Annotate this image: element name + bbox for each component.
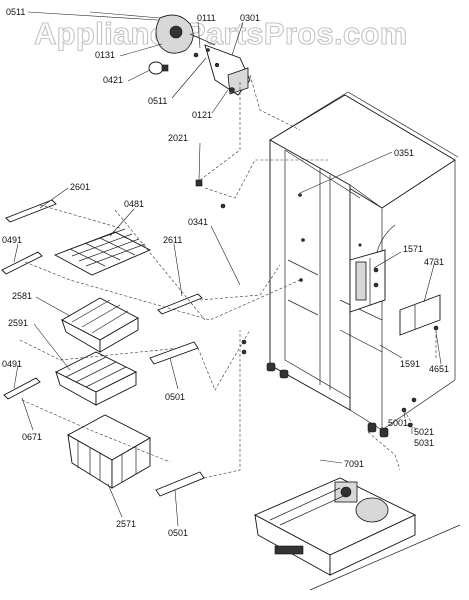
control-assembly (349, 249, 386, 313)
part-label-2021: 2021 (168, 133, 188, 143)
basket-2571 (67, 414, 151, 489)
part-label-0421: 0421 (103, 75, 123, 85)
watermark-text: AppliancePartsPros.com (34, 16, 408, 51)
part-label-7091: 7091 (344, 459, 364, 469)
part-label-4731: 4731 (424, 257, 444, 267)
panel-4731 (399, 294, 441, 336)
rail-0501-lower (155, 471, 205, 497)
part-label-0511: 0511 (6, 7, 25, 17)
floor-line (309, 524, 461, 591)
light-bulb (148, 61, 169, 75)
rail-0501-upper (149, 341, 199, 365)
evaporator-cover (204, 44, 251, 96)
basket-2581 (61, 297, 139, 353)
part-label-5001: 5001 (388, 418, 408, 428)
cabinet-shell (266, 91, 459, 438)
part-label-2571: 2571 (116, 519, 136, 529)
part-label-4651: 4651 (429, 364, 449, 374)
part-label-1591: 1591 (400, 359, 420, 369)
basket-2591 (54, 351, 138, 406)
part-label-2591: 2591 (8, 318, 28, 328)
part-label-0351: 0351 (394, 148, 414, 158)
part-label-0491-b: 0491 (2, 359, 22, 369)
shelf-rail-2601 (5, 199, 57, 223)
part-label-2601: 2601 (70, 182, 90, 192)
part-label-0501-b: 0501 (168, 528, 188, 538)
rail-0491-lower (3, 377, 41, 400)
part-label-5021: 5021 (414, 427, 434, 437)
part-label-0131: 0131 (95, 50, 115, 60)
part-labels: 0511 0111 0301 0131 0421 0511 0121 2021 … (2, 7, 449, 538)
part-label-0501: 0501 (165, 392, 185, 402)
clip-2021 (195, 179, 203, 187)
fan-motor-assembly (155, 14, 216, 54)
part-label-2581: 2581 (12, 291, 32, 301)
shelf-rail-2611 (157, 293, 203, 315)
part-label-0491: 0491 (2, 235, 22, 245)
part-label-0301: 0301 (240, 13, 260, 23)
wire-shelf-0481 (53, 228, 152, 276)
part-label-0671: 0671 (22, 432, 42, 442)
rail-0491-upper (1, 251, 43, 275)
part-label-0111: 0111 (197, 13, 216, 23)
part-label-0511-b: 0511 (148, 96, 167, 106)
part-label-1571: 1571 (403, 244, 423, 254)
part-label-0481: 0481 (124, 199, 144, 209)
part-label-0121: 0121 (192, 110, 212, 120)
machine-compartment (253, 477, 417, 576)
part-label-0341: 0341 (188, 217, 208, 227)
part-label-5031: 5031 (414, 438, 434, 448)
part-label-2611: 2611 (163, 235, 182, 245)
